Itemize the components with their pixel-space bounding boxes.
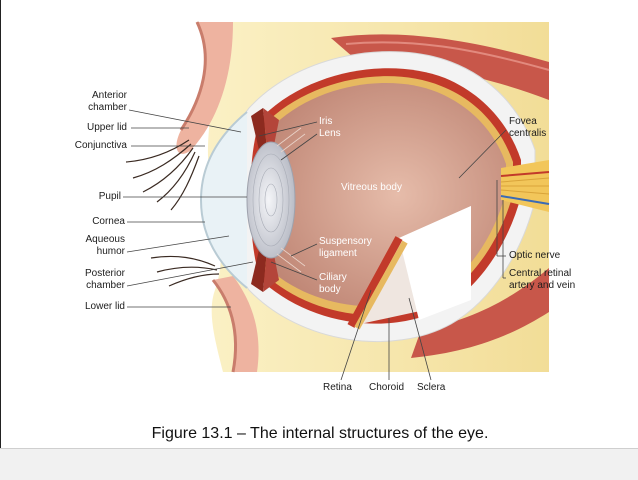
label-retina: Retina xyxy=(323,382,352,394)
label-lens: Lens xyxy=(319,128,341,140)
label-lower-lid: Lower lid xyxy=(61,301,125,313)
label-anterior-chamber: Anterior chamber xyxy=(71,90,127,114)
label-fovea-centralis: Fovea centralis xyxy=(509,116,546,140)
label-aqueous-humor: Aqueous humor xyxy=(61,234,125,258)
figure-caption: Figure 13.1 – The internal structures of… xyxy=(1,425,638,443)
label-choroid: Choroid xyxy=(369,382,404,394)
lens-shape xyxy=(247,142,295,258)
label-cornea: Cornea xyxy=(61,216,125,228)
slide: Anterior chamber Upper lid Conjunctiva P… xyxy=(0,0,638,448)
label-upper-lid: Upper lid xyxy=(61,122,127,134)
label-pupil: Pupil xyxy=(61,191,121,203)
bottom-bar xyxy=(0,448,638,480)
label-suspensory-ligament: Suspensory ligament xyxy=(319,236,372,260)
label-sclera: Sclera xyxy=(417,382,445,394)
cornea-shape xyxy=(201,112,247,288)
label-central-retinal: Central retinal artery and vein xyxy=(509,268,575,292)
label-posterior-chamber: Posterior chamber xyxy=(61,268,125,292)
label-conjunctiva: Conjunctiva xyxy=(51,140,127,152)
label-vitreous-body: Vitreous body xyxy=(341,182,402,194)
label-optic-nerve: Optic nerve xyxy=(509,250,560,262)
label-iris: Iris xyxy=(319,116,332,128)
label-ciliary-body: Ciliary body xyxy=(319,272,347,296)
